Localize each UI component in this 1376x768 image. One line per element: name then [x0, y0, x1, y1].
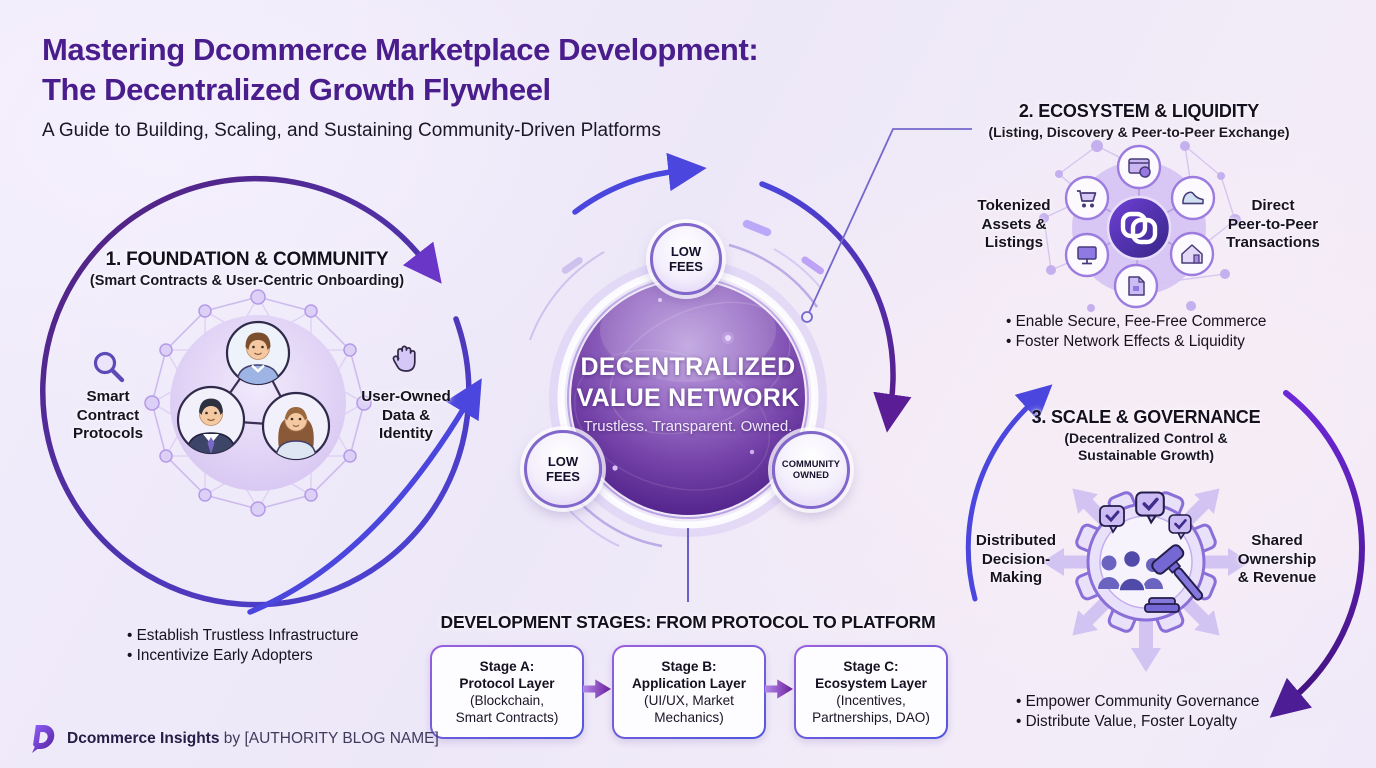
governance-heading-block: 3. SCALE & GOVERNANCE (Decentralized Con… — [986, 406, 1306, 464]
people-group-icon — [1098, 549, 1163, 592]
center-west-arc-arrow — [247, 378, 482, 615]
raised-hand-icon — [392, 345, 416, 372]
foundation-left-label: Smart Contract Protocols — [72, 388, 144, 442]
foundation-bullets: • Establish Trustless Infrastructure • I… — [127, 626, 359, 666]
monitor-icon — [1064, 232, 1110, 278]
decor-bar — [561, 257, 583, 274]
speech-bubble-check-icon — [1099, 505, 1125, 534]
governance-right-label: Shared Ownership & Revenue — [1237, 532, 1317, 586]
center-network-title: DECENTRALIZED VALUE NETWORK — [576, 353, 800, 412]
footer-brand-name: Dcommerce Insights — [67, 730, 220, 747]
globe-gridline — [609, 301, 791, 435]
globe-gridline — [573, 349, 771, 491]
footer-text: Dcommerce Insights by [AUTHORITY BLOG NA… — [67, 730, 439, 748]
sparkle — [612, 465, 618, 471]
governance-bullets: • Empower Community Governance • Distrib… — [1016, 692, 1259, 732]
governance-right-arc-arrow — [1269, 390, 1365, 718]
bullet-item: • Establish Trustless Infrastructure — [127, 627, 359, 644]
governance-left-arc-arrow — [965, 384, 1053, 602]
bullet-item: • Distribute Value, Foster Loyalty — [1016, 712, 1238, 730]
center-network-label: DECENTRALIZED VALUE NETWORK Trustless. T… — [568, 352, 808, 436]
bullet-item: • Incentivize Early Adopters — [127, 646, 313, 664]
hub-outer-dots — [1039, 140, 1241, 312]
knot-logo-icon — [1106, 195, 1172, 261]
sparkle — [725, 335, 731, 341]
callout-anchor-dot — [801, 311, 813, 323]
stage-card-detail: (Incentives, Partnerships, DAO) — [812, 693, 930, 725]
badge-low-fees-top: LOW FEES — [650, 223, 722, 295]
d-logo-icon — [31, 725, 55, 753]
stage-arrow-icon — [765, 679, 793, 699]
footer-brand-bar: Dcommerce Insights by [AUTHORITY BLOG NA… — [28, 724, 439, 754]
decor-arc — [773, 248, 821, 288]
shopping-cart-icon — [1064, 175, 1110, 221]
ecosystem-right-label: Direct Peer-to-Peer Transactions — [1226, 197, 1320, 251]
sneaker-icon — [1170, 175, 1216, 221]
gavel-icon — [1144, 544, 1204, 613]
avatar-woman — [261, 391, 331, 461]
center-east-arc-arrow — [759, 181, 912, 433]
ecosystem-left-label: Tokenized Assets & Listings — [977, 197, 1051, 251]
avatar-man-blue — [225, 320, 291, 386]
center-network-tagline: Trustless. Transparent. Owned. — [583, 418, 793, 435]
governance-subheading: (Decentralized Control & Sustainable Gro… — [1064, 430, 1228, 463]
browser-token-icon — [1116, 144, 1162, 190]
stage-card-title: Stage C: Ecosystem Layer — [815, 659, 927, 691]
speech-bubble-check-icon — [1168, 514, 1192, 541]
sparkle — [658, 298, 662, 302]
governance-gear-illustration — [1042, 488, 1250, 672]
bullet-item: • Enable Secure, Fee-Free Commerce — [1006, 313, 1267, 330]
stage-card-detail: (Blockchain, Smart Contracts) — [455, 693, 559, 725]
ecosystem-subheading: (Listing, Discovery & Peer-to-Peer Excha… — [988, 124, 1290, 140]
bullet-item: • Foster Network Effects & Liquidity — [1006, 332, 1245, 350]
stages-heading: DEVELOPMENT STAGES: FROM PROTOCOL TO PLA… — [440, 612, 936, 632]
radiating-arrows — [1042, 488, 1250, 672]
foundation-right-label: User-Owned Data & Identity — [361, 388, 451, 442]
ecosystem-bullets: • Enable Secure, Fee-Free Commerce • Fos… — [1006, 312, 1266, 352]
foundation-cycle-arrow — [40, 175, 472, 608]
foundation-heading: 1. FOUNDATION & COMMUNITY — [105, 249, 389, 270]
avatar-man-suit — [176, 385, 246, 455]
decor-bar — [742, 219, 772, 237]
governance-left-label: Distributed Decision- Making — [975, 532, 1057, 586]
page-subtitle: A Guide to Building, Scaling, and Sustai… — [42, 120, 661, 141]
globe-sphere — [571, 281, 805, 515]
decor-arc — [728, 243, 819, 308]
center-top-arc-arrow — [572, 152, 707, 215]
magnifier-icon — [93, 351, 125, 383]
foundation-subheading: (Smart Contracts & User-Centric Onboardi… — [89, 273, 405, 289]
foundation-heading-block: 1. FOUNDATION & COMMUNITY (Smart Contrac… — [77, 249, 417, 291]
badge-community-owned: COMMUNITY OWNED — [772, 431, 850, 509]
community-network-illustration — [144, 289, 372, 517]
sphere-highlight — [600, 278, 776, 382]
speech-bubble-check-icon — [1135, 491, 1165, 525]
house-icon — [1169, 231, 1215, 277]
stage-arrow-icon — [583, 679, 611, 699]
ecosystem-heading: 2. ECOSYSTEM & LIQUIDITY — [1018, 101, 1260, 121]
stage-card-c: Stage C: Ecosystem Layer (Incentives, Pa… — [794, 645, 948, 739]
stage-card-title: Stage A: Protocol Layer — [459, 659, 555, 691]
page-title: Mastering Dcommerce Marketplace Developm… — [42, 32, 759, 107]
stage-card-a: Stage A: Protocol Layer (Blockchain, Sma… — [430, 645, 584, 739]
network-nodes — [144, 289, 372, 517]
footer-byline: by [AUTHORITY BLOG NAME] — [223, 730, 439, 747]
stage-card-detail: (UI/UX, Market Mechanics) — [644, 693, 734, 725]
decor-arc — [529, 251, 605, 341]
stage-card-title: Stage B: Application Layer — [631, 659, 747, 691]
badge-low-fees-left: LOW FEES — [524, 430, 602, 508]
bullet-item: • Empower Community Governance — [1016, 693, 1260, 710]
ecosystem-hub-illustration — [1039, 140, 1241, 312]
document-icon — [1113, 263, 1159, 309]
sparkle — [749, 449, 755, 455]
governance-heading: 3. SCALE & GOVERNANCE — [1031, 407, 1261, 427]
ecosystem-heading-block: 2. ECOSYSTEM & LIQUIDITY (Listing, Disco… — [969, 100, 1309, 142]
stage-card-b: Stage B: Application Layer (UI/UX, Marke… — [612, 645, 766, 739]
ecosystem-callout-line — [806, 128, 972, 318]
decor-bar — [801, 256, 824, 275]
